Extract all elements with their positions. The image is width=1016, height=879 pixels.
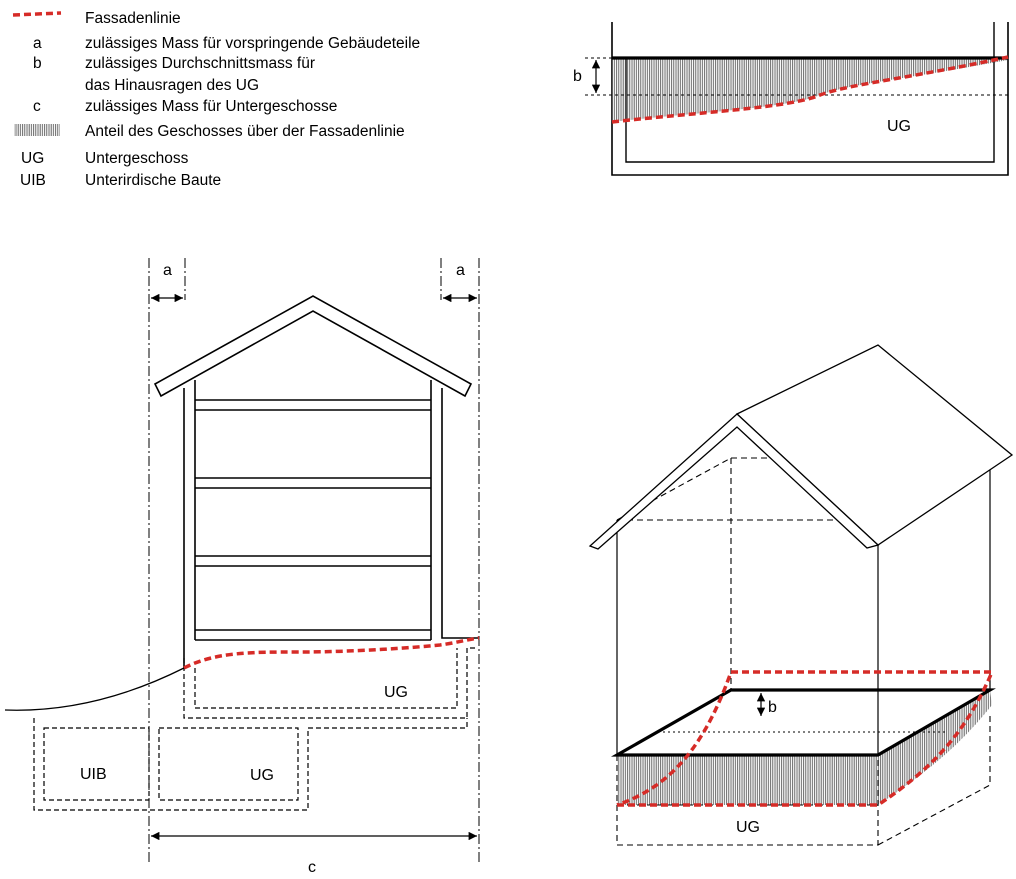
legend-symbol: b bbox=[33, 55, 42, 72]
uib-box bbox=[43, 727, 150, 801]
section-detail: b UG bbox=[573, 22, 1009, 176]
reference-lines bbox=[148, 258, 480, 862]
legend-text: Unterirdische Baute bbox=[85, 172, 221, 189]
legend-text: Untergeschoss bbox=[85, 150, 189, 167]
legend-text: das Hinausragen des UG bbox=[85, 77, 259, 94]
legend-text: zulässiges Mass für Untergeschosse bbox=[85, 98, 337, 115]
axo-ug-label: UG bbox=[736, 819, 760, 836]
legend-text: zulässiges Mass für vorspringende Gebäud… bbox=[85, 35, 420, 52]
elevation-facade-line bbox=[183, 636, 480, 670]
roof bbox=[153, 295, 473, 398]
axo-roof bbox=[588, 344, 1014, 550]
building-walls bbox=[183, 380, 478, 668]
ug-label: UG bbox=[384, 684, 408, 701]
legend-symbol: c bbox=[33, 98, 41, 115]
ground-line bbox=[4, 667, 185, 711]
dim-label-right: a bbox=[456, 262, 465, 279]
axo-dim-label: b bbox=[768, 699, 777, 716]
axo-hatch-area bbox=[617, 690, 992, 805]
basement-outer-outline bbox=[33, 718, 468, 811]
legend-hatch-swatch bbox=[14, 124, 60, 136]
axonometric-view: b UG bbox=[588, 344, 1014, 846]
axo-floor-slab bbox=[610, 688, 996, 757]
section-facade-line bbox=[611, 55, 1009, 124]
ug2-box bbox=[158, 727, 299, 801]
dim-label-left: a bbox=[163, 262, 172, 279]
legend-text: Fassadenlinie bbox=[85, 10, 181, 27]
uib-label: UIB bbox=[80, 766, 107, 783]
legend-text: Anteil des Geschosses über der Fassadenl… bbox=[85, 123, 405, 140]
section-room-label: UG bbox=[887, 118, 911, 135]
legend-facade-line-swatch bbox=[12, 11, 62, 17]
axo-front-edges bbox=[616, 458, 991, 755]
legend-text: zulässiges Durchschnittsmass für bbox=[85, 55, 315, 72]
legend-symbol: UG bbox=[21, 150, 44, 167]
legend-symbol: UIB bbox=[20, 172, 46, 189]
basement-outlines bbox=[33, 718, 468, 811]
ug-box bbox=[183, 647, 478, 719]
dim-label-bottom: c bbox=[308, 859, 316, 876]
legend: a b c UG UIB Fassadenlinie zulässiges Ma… bbox=[12, 10, 420, 189]
section-dim-label: b bbox=[573, 68, 582, 85]
ug2-label: UG bbox=[250, 767, 274, 784]
elevation-section: a a bbox=[4, 258, 480, 876]
legend-symbol: a bbox=[33, 35, 42, 52]
axo-lower-box bbox=[616, 715, 991, 846]
